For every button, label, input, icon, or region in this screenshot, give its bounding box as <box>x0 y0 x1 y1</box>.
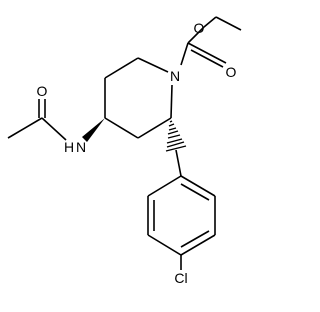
atom-label-carbonyl-o: O <box>226 64 237 80</box>
bond-carbonyl-c-ring-n <box>180 42 189 66</box>
bond-ar6-ar1 <box>147 175 182 197</box>
bond-c6-c5 <box>104 57 139 79</box>
bond-c4-c3 <box>104 117 139 139</box>
atom-label-amide-n: N <box>76 139 86 155</box>
bond-c2-ring-n <box>170 84 173 119</box>
bond-ring-n-c6 <box>137 57 169 73</box>
bond-ar-inner-1 <box>180 183 210 201</box>
bond-ar-inner-2 <box>180 230 210 248</box>
bond-ester-o-carbonyl-c <box>203 16 217 28</box>
bond-ar1-ar2 <box>180 175 216 197</box>
atom-label-ester-o: O <box>194 20 205 36</box>
bond-acetyl-carbonyl-methyl <box>7 117 43 139</box>
bond-methyl-ester-o <box>215 16 242 31</box>
bond-ar3-ar4 <box>180 234 216 256</box>
atom-label-amide-h: H <box>64 139 74 155</box>
bond-ar4-ar5 <box>147 234 182 256</box>
atom-label-ring-n: N <box>170 68 180 84</box>
structure-diagram: O O N O N H Cl <box>7 16 242 286</box>
bond-carbonyl-c-o-double-b <box>190 49 224 68</box>
bond-carbonyl-c-ester-o-upper <box>187 26 205 44</box>
hashed-bond-c2-benzyl <box>165 120 187 152</box>
bond-carbonyl-c-o-double-a <box>187 42 227 64</box>
wedge-bond-c4-amide-n <box>82 118 105 142</box>
bond-c3-c2 <box>137 117 172 139</box>
bond-ch2-aryl <box>175 149 182 177</box>
atom-label-chlorine: Cl <box>174 270 187 286</box>
atom-label-amide-o: O <box>37 83 48 99</box>
bond-amide-n-carbonyl <box>41 117 67 141</box>
